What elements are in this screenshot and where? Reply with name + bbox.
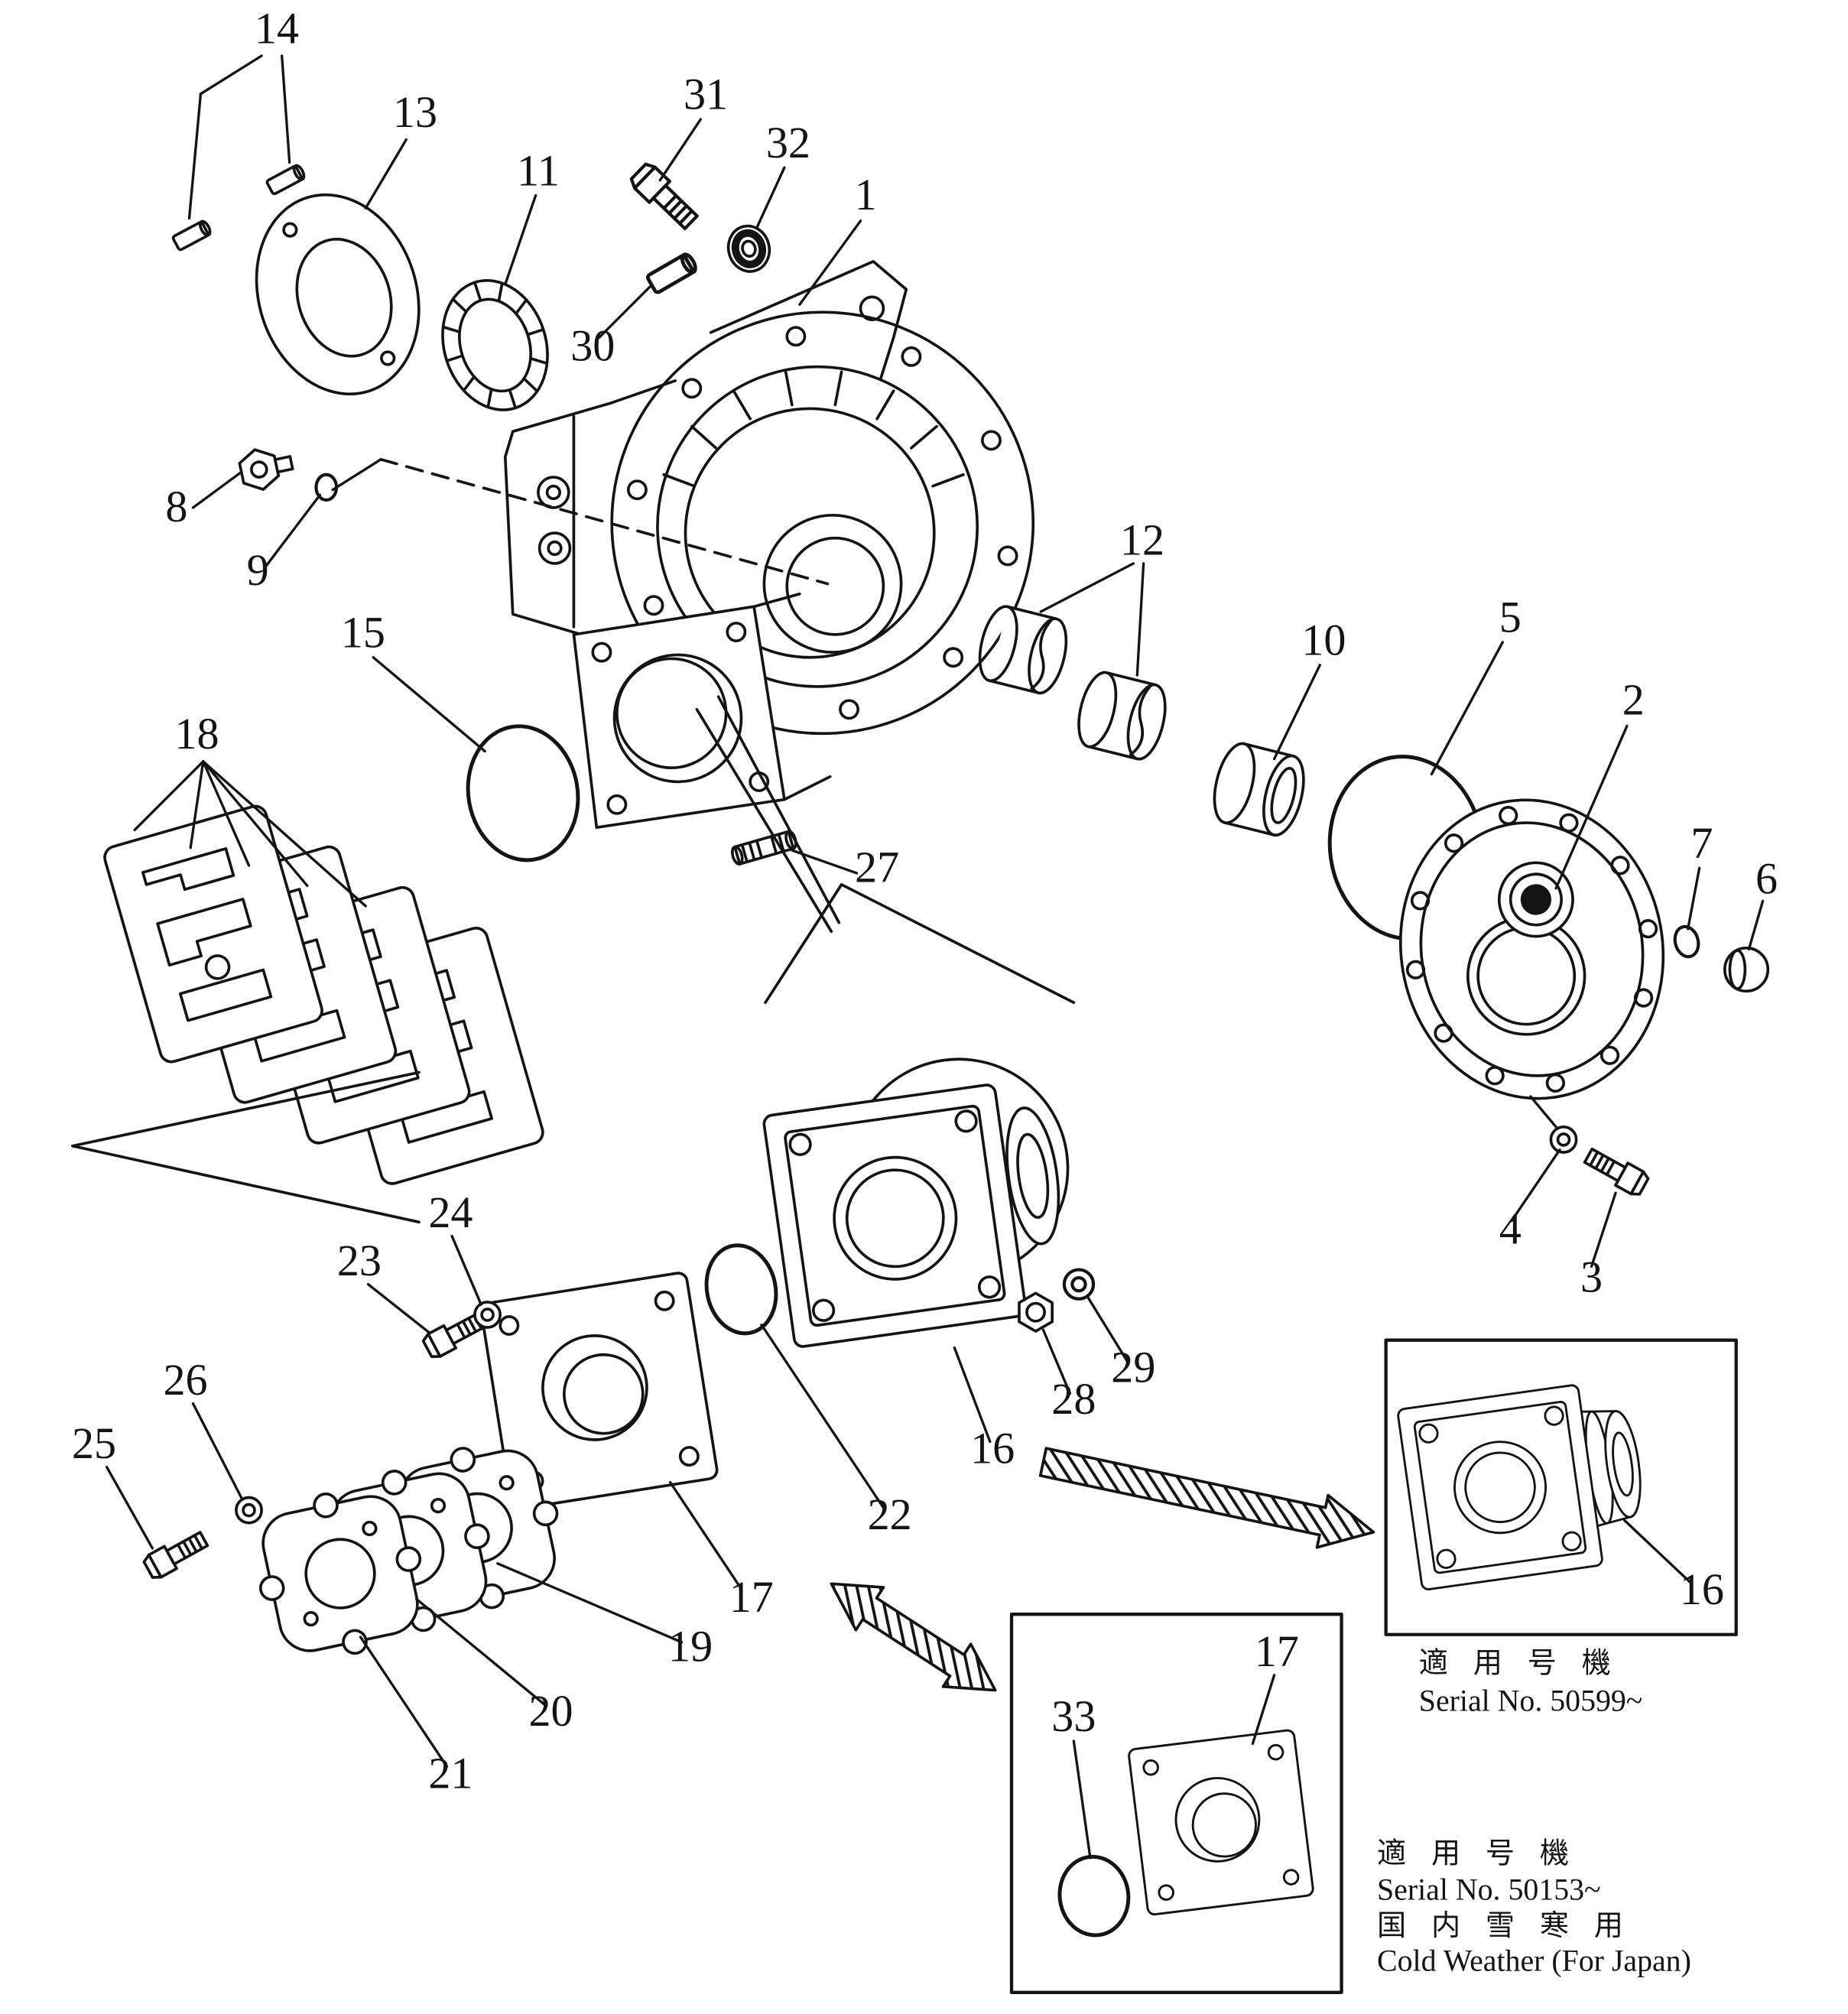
drain-plug-8 bbox=[238, 448, 294, 491]
part-label-17-inset: 17 bbox=[1255, 1626, 1299, 1676]
part-label-30: 30 bbox=[570, 320, 615, 370]
stud-27 bbox=[731, 830, 797, 866]
part-label-29: 29 bbox=[1111, 1342, 1155, 1392]
inset-bottom-serial: Serial No. 50153~ bbox=[1377, 1873, 1601, 1907]
part-label-4: 4 bbox=[1499, 1204, 1522, 1254]
inset-right-applicable-jp: 適 用 号 機 bbox=[1419, 1647, 1620, 1680]
part-label-15: 15 bbox=[341, 607, 385, 657]
part-label-19: 19 bbox=[668, 1622, 713, 1671]
split-bushing-12a bbox=[978, 605, 1068, 695]
sleeve-pin-30 bbox=[647, 252, 698, 294]
gear-case-housing bbox=[503, 260, 1035, 829]
part-label-23: 23 bbox=[337, 1236, 382, 1285]
part-label-33: 33 bbox=[1051, 1691, 1096, 1741]
leader-lines bbox=[105, 54, 1765, 1860]
group-bracket-left bbox=[70, 1070, 421, 1224]
part-label-22: 22 bbox=[868, 1489, 912, 1539]
o-ring-7 bbox=[1673, 924, 1700, 959]
part-label-25: 25 bbox=[72, 1418, 116, 1468]
part-label-3: 3 bbox=[1580, 1252, 1603, 1302]
needle-bearing bbox=[441, 279, 549, 411]
hex-bolt-3 bbox=[1580, 1143, 1652, 1200]
part-label-16: 16 bbox=[970, 1424, 1015, 1473]
seal-washer-32 bbox=[726, 224, 771, 273]
inset-bottom-cold-weather: Cold Weather (For Japan) bbox=[1377, 1944, 1691, 1978]
part-label-26: 26 bbox=[163, 1355, 207, 1405]
wedge-line-a bbox=[695, 707, 833, 934]
inset-bottom-domestic-jp: 国 内 雪 寒 用 bbox=[1377, 1909, 1632, 1942]
o-ring-15 bbox=[466, 724, 580, 862]
clutch-plate-stack bbox=[100, 802, 547, 1188]
group-bracket-mid bbox=[764, 883, 1076, 1005]
inset-bottom-applicable-jp: 適 用 号 機 bbox=[1377, 1837, 1578, 1869]
part-label-6: 6 bbox=[1755, 853, 1778, 903]
inset-right-serial: Serial No. 50599~ bbox=[1419, 1684, 1643, 1717]
part-label-13: 13 bbox=[393, 87, 437, 137]
part-label-1: 1 bbox=[855, 170, 877, 219]
part-label-32: 32 bbox=[766, 118, 810, 167]
callout-arrow-right bbox=[1038, 1447, 1375, 1549]
part-label-27: 27 bbox=[855, 843, 899, 892]
part-label-10: 10 bbox=[1301, 615, 1346, 664]
retainer-disc bbox=[255, 193, 421, 396]
part-label-24: 24 bbox=[428, 1187, 473, 1237]
part-label-2: 2 bbox=[1622, 674, 1645, 724]
part-label-16-inset: 16 bbox=[1680, 1564, 1724, 1614]
o-ring-33 bbox=[1057, 1854, 1131, 1938]
part-label-20: 20 bbox=[528, 1686, 573, 1736]
part-label-11: 11 bbox=[517, 145, 560, 195]
hex-bolt-25 bbox=[141, 1526, 212, 1583]
part-label-21: 21 bbox=[428, 1749, 473, 1798]
part-label-18: 18 bbox=[174, 709, 219, 758]
washer-26 bbox=[235, 1496, 263, 1525]
bushing-10 bbox=[1213, 742, 1305, 837]
part-label-17: 17 bbox=[729, 1572, 774, 1622]
wedge-line-b bbox=[716, 695, 841, 924]
part-label-31: 31 bbox=[684, 70, 728, 119]
split-bushing-12b bbox=[1077, 671, 1167, 761]
washer-29 bbox=[1064, 1270, 1093, 1299]
coupling-16 bbox=[762, 1057, 1070, 1348]
part-label-9: 9 bbox=[247, 545, 269, 595]
inset-box-right bbox=[1384, 1338, 1738, 1636]
callout-arrow-bottom bbox=[830, 1582, 997, 1692]
hex-nut-28 bbox=[1018, 1291, 1054, 1333]
part-label-8: 8 bbox=[165, 482, 187, 531]
part-label-7: 7 bbox=[1690, 818, 1713, 868]
part-label-5: 5 bbox=[1499, 593, 1522, 642]
part-label-28: 28 bbox=[1051, 1374, 1096, 1424]
washer-24 bbox=[473, 1301, 502, 1329]
part-label-12: 12 bbox=[1120, 515, 1164, 564]
part-label-14: 14 bbox=[255, 3, 299, 53]
cover-plate-17-inset bbox=[1127, 1728, 1315, 1917]
hidden-centerline bbox=[379, 457, 830, 586]
spring-washer-4 bbox=[1549, 1126, 1578, 1154]
plug-6 bbox=[1723, 946, 1770, 993]
o-ring-22 bbox=[704, 1243, 778, 1336]
coupling-16-inset bbox=[1397, 1384, 1642, 1590]
gasket-group bbox=[242, 1430, 576, 1671]
bearing-cover bbox=[1398, 798, 1665, 1100]
inset-box-bottom bbox=[1009, 1613, 1343, 1994]
